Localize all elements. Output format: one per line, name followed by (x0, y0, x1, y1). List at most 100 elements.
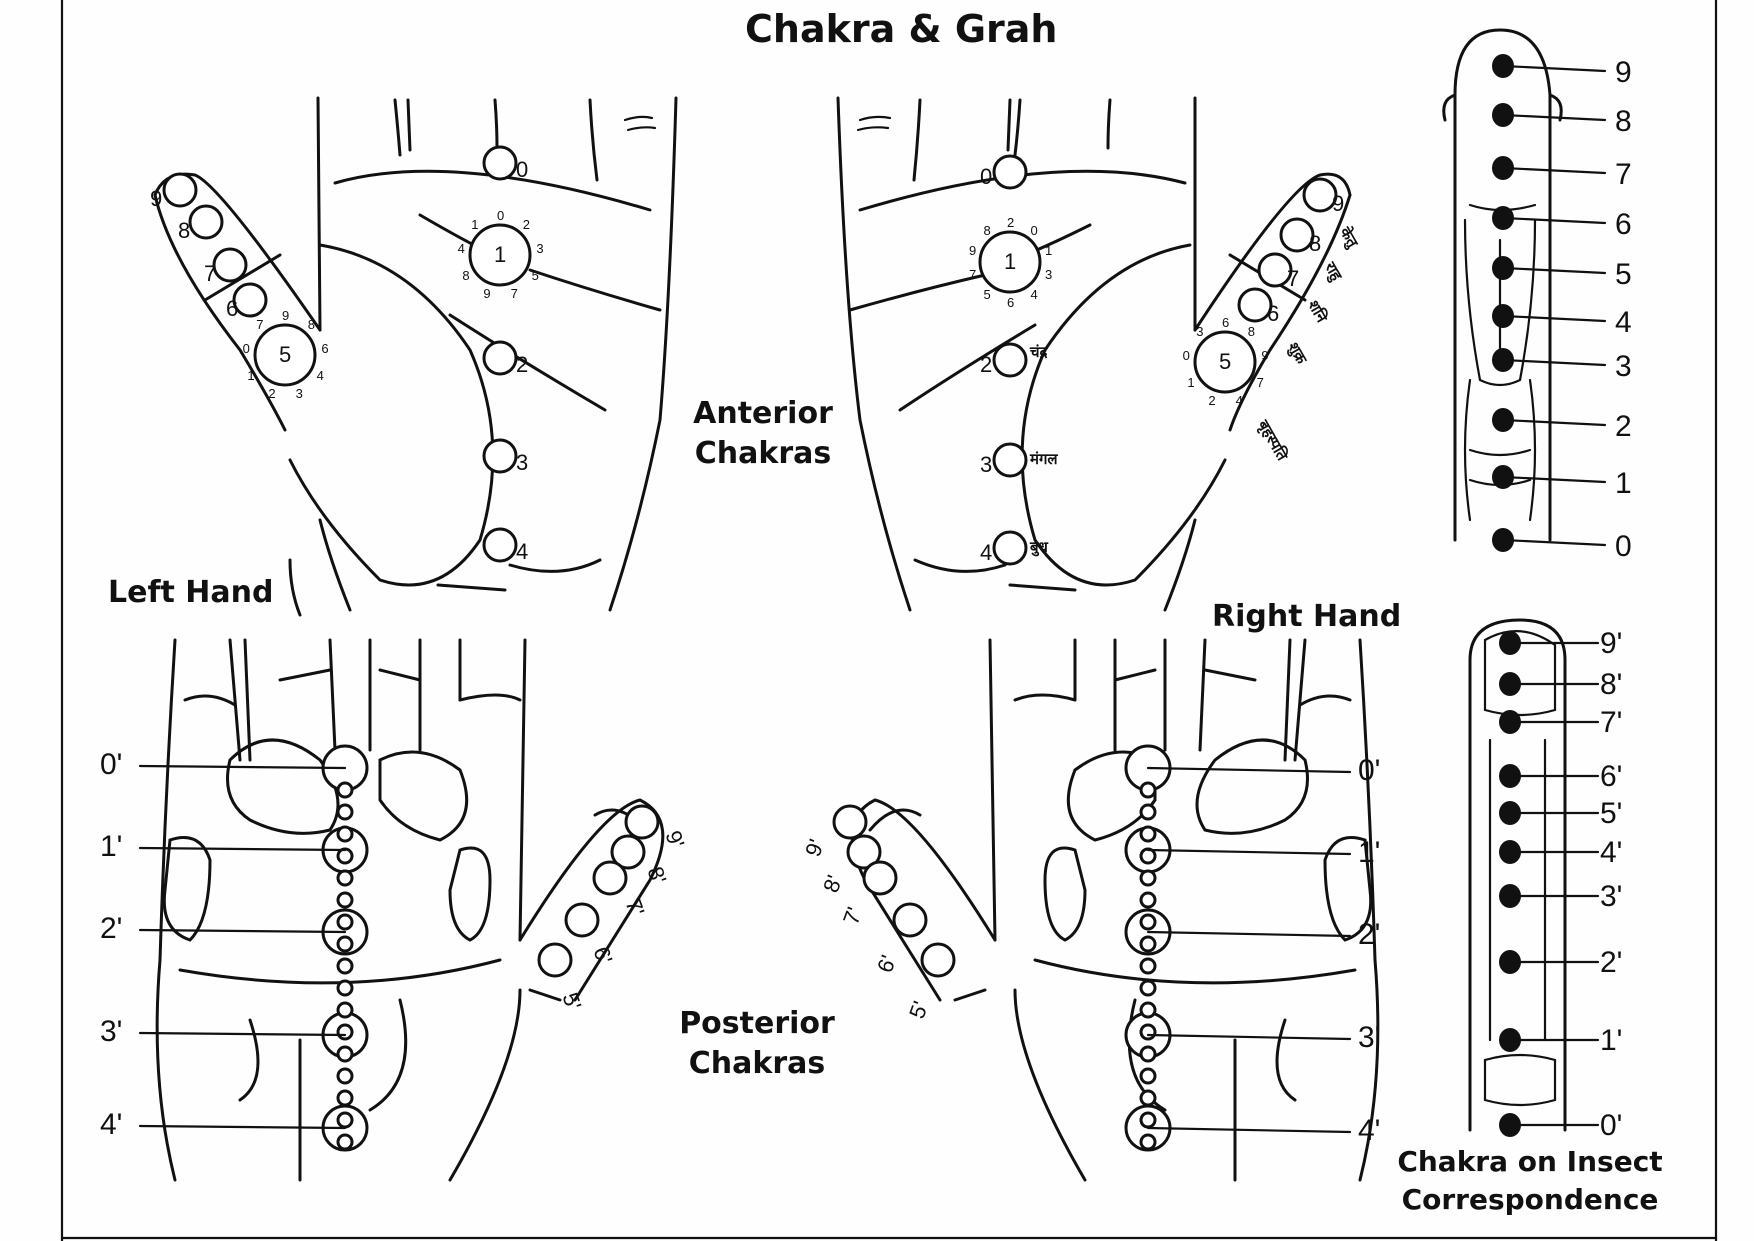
pl-vertebra (336, 979, 354, 997)
ar-center-5-label: 5 (1219, 349, 1232, 374)
al-ring5-digit: 0 (242, 341, 250, 357)
al-chakra-label: 4 (516, 539, 529, 564)
ar-ring1-digit: 6 (1007, 295, 1015, 310)
pr-thumb-circle (892, 902, 928, 938)
pl-vertebra (336, 1023, 354, 1041)
ar-thumb-label: 6 (1267, 301, 1280, 326)
chakra-circles (162, 145, 1338, 1152)
ar-chakra-label: 4 (980, 540, 993, 565)
al-ring1-digit: 5 (531, 268, 539, 283)
al-ring1-digit: 4 (457, 241, 465, 257)
posterior-label-line2: Chakras (688, 1046, 826, 1081)
pl-thumb-circle (564, 902, 600, 938)
ar-thumb-label: 8 (1309, 231, 1322, 256)
al-chakra-circle (482, 527, 518, 563)
pr-leader (1146, 848, 1352, 856)
insect-anterior-leader (1501, 166, 1607, 175)
insect-posterior-label: 0' (1600, 1109, 1623, 1142)
pl-spine-label: 1' (100, 830, 123, 863)
pr-vertebra (1139, 781, 1157, 799)
insect-label-line1: Chakra on Insect (1397, 1145, 1663, 1178)
al-center-1-label: 1 (494, 242, 507, 267)
insect-anterior-leader (1501, 64, 1607, 73)
insect-anterior-label: 2 (1615, 410, 1632, 443)
ar-ring1-digit: 3 (1045, 267, 1053, 283)
pl-vertebra (336, 935, 354, 953)
diagram-title: Chakra & Grah (745, 7, 1058, 51)
insect-posterior-label: 1' (1600, 1024, 1623, 1057)
pr-vertebra (1139, 935, 1157, 953)
pl-vertebra (336, 781, 354, 799)
insect-posterior-label: 6' (1600, 760, 1623, 793)
al-center-5-label: 5 (279, 342, 292, 367)
al-ring1-digit: 9 (483, 285, 491, 301)
anterior-label: Anterior Chakras (688, 394, 838, 474)
ar-ring1-digit: 9 (968, 242, 977, 258)
insect-dots (1492, 54, 1521, 1137)
al-ring5-digit: 6 (321, 341, 329, 357)
ar-ring5-digit: 6 (1222, 315, 1230, 330)
pl-vertebra (336, 803, 354, 821)
al-chakra-circle (482, 340, 518, 376)
posterior-label-line1: Posterior (679, 1006, 835, 1041)
insect-anterior-leader (1501, 418, 1607, 427)
insect-posterior-label: 7' (1600, 706, 1623, 739)
ar-thumb-circle (1237, 287, 1273, 323)
pl-thumb-circle (610, 834, 646, 870)
insect-anterior-label: 0 (1615, 530, 1632, 563)
ar-thumb-circle (1257, 252, 1293, 288)
ar-thumb-circle (1279, 217, 1315, 253)
al-ring5-digit: 9 (282, 308, 290, 323)
pl-leader (138, 846, 347, 852)
pl-leader (138, 1124, 347, 1130)
al-ring1-digit: 0 (497, 208, 505, 223)
insect-posterior (1468, 618, 1567, 1132)
pl-thumb-circle (624, 804, 660, 840)
insect-anterior-leader (1501, 475, 1607, 484)
ar-ring1-digit: 1 (1045, 242, 1053, 258)
pl-vertebra (336, 869, 354, 887)
ar-ring5-digit: 3 (1196, 324, 1204, 340)
ar-ring1-digit: 7 (968, 267, 977, 283)
pr-leader (1146, 1033, 1352, 1041)
al-ring5-digit: 3 (295, 385, 303, 401)
ar-chakra-circle (992, 154, 1028, 190)
leader-lines (138, 64, 1607, 1134)
ar-ring1-digit: 5 (983, 287, 991, 303)
al-chakra-label: 3 (516, 450, 529, 475)
ar-center-5 (1193, 330, 1257, 394)
ar-ring5-digit: 9 (1261, 348, 1269, 364)
pr-spine-label: 2' (1358, 918, 1381, 951)
ar-thumb-circle (1302, 177, 1338, 213)
ar-thumb-label: 7 (1287, 266, 1300, 291)
ar-ring5-digit: 1 (1187, 375, 1195, 390)
pr-vertebra (1139, 1045, 1157, 1063)
ar-ring1-digit: 0 (1030, 222, 1038, 238)
insect-anterior-leader (1501, 358, 1607, 367)
pr-vertebra (1139, 979, 1157, 997)
anterior-left-hand (153, 96, 678, 617)
ar-thumb-label: 9 (1332, 191, 1345, 216)
insect-anterior-leader (1501, 113, 1607, 122)
pl-vertebra (336, 913, 354, 931)
al-ring5-digit: 1 (247, 368, 255, 383)
posterior-right-hand (850, 638, 1380, 1182)
pr-leader (1146, 766, 1352, 774)
pr-vertebra (1139, 1001, 1157, 1019)
insect-label-line2: Correspondence (1401, 1183, 1659, 1216)
insect-anterior-label: 4 (1615, 306, 1632, 339)
al-ring1-digit: 2 (522, 217, 530, 233)
ar-ring5-digit: 8 (1247, 324, 1255, 340)
posterior-left-hand (155, 638, 665, 1182)
pl-vertebra (336, 1067, 354, 1085)
pr-thumb-circle (832, 804, 868, 840)
insect-anterior-leader (1501, 266, 1607, 275)
ar-grah-name: चंद्र (1030, 343, 1048, 361)
insect-posterior-label: 3' (1600, 880, 1623, 913)
pl-spine-label: 2' (100, 912, 123, 945)
pl-leader (138, 764, 347, 770)
pl-spine-label: 0' (100, 748, 123, 781)
pl-vertebra (336, 1045, 354, 1063)
al-center-1 (468, 223, 532, 287)
al-chakra-label: 2 (516, 352, 529, 377)
